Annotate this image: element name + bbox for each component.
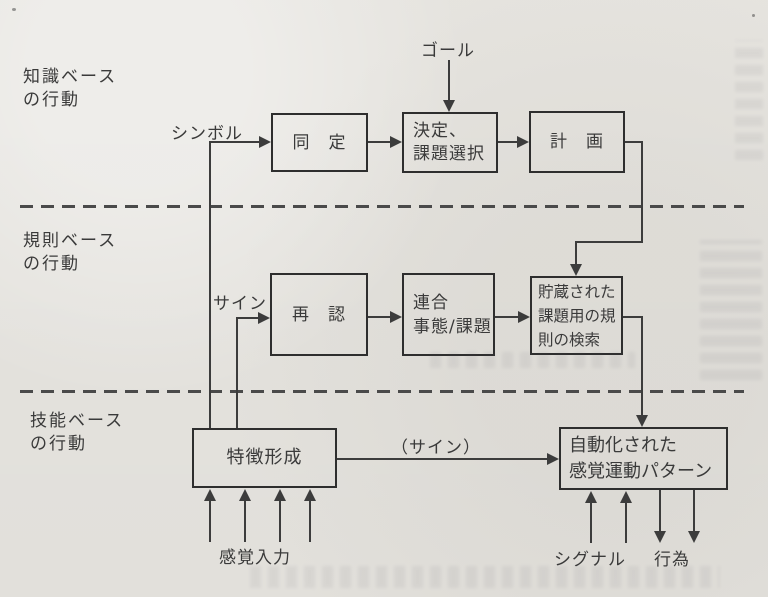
arrowhead-down-icon xyxy=(654,531,666,543)
edge-planning-exit xyxy=(625,141,643,143)
edge-sign-to-recognition xyxy=(236,317,258,319)
edge-recognition-to-association xyxy=(368,316,390,318)
section-label-line: 知識ベース xyxy=(23,67,118,87)
print-bleed-through xyxy=(700,240,762,380)
edge-association-to-stored-rules xyxy=(495,316,518,318)
edge-stored-rules-exit xyxy=(623,316,643,318)
section-label-knowledge-based: 知識ベース の行動 xyxy=(23,66,117,112)
box-label: 貯蔵された xyxy=(538,282,616,301)
edge-identification-to-decision xyxy=(368,141,390,143)
section-label-skill-based: 技能ベース の行動 xyxy=(30,410,124,456)
box-label: 課題用の規 xyxy=(538,306,616,325)
arrowhead-up-icon xyxy=(304,489,316,501)
scan-speck xyxy=(752,14,755,17)
arrowhead-right-icon xyxy=(258,312,270,324)
edge-signal-input xyxy=(590,503,592,543)
label-action: 行為 xyxy=(654,550,690,570)
label-signal: シグナル xyxy=(554,550,626,570)
box-label: 計 画 xyxy=(550,132,604,152)
section-label-line: 規則ベース xyxy=(23,231,118,251)
arrowhead-up-icon xyxy=(239,489,251,501)
arrowhead-right-icon xyxy=(518,311,530,323)
arrowhead-right-icon xyxy=(517,136,529,148)
arrowhead-right-icon xyxy=(547,453,559,465)
arrowhead-right-icon xyxy=(390,136,402,148)
edge-sensory-input xyxy=(209,501,211,542)
edge-feature-to-sensorimotor xyxy=(337,458,547,460)
edge-goal-to-decision xyxy=(448,60,450,101)
print-bleed-through xyxy=(735,40,763,160)
box-automated-sensorimotor-patterns: 自動化された 感覚運動パターン xyxy=(559,427,728,490)
label-sensory-input: 感覚入力 xyxy=(219,548,291,568)
box-label: 課題選択 xyxy=(413,143,485,164)
arrowhead-up-icon xyxy=(620,491,632,503)
edge-planning-down xyxy=(641,141,643,243)
box-label: 再 認 xyxy=(292,304,346,325)
edge-sensory-input xyxy=(309,501,311,542)
box-feature-formation: 特徴形成 xyxy=(192,428,337,488)
label-symbol: シンボル xyxy=(171,124,243,144)
box-label: 連合 xyxy=(413,292,449,313)
box-label: 事態/課題 xyxy=(413,316,492,337)
arrowhead-down-icon xyxy=(570,264,582,276)
edge-symbol-to-identification xyxy=(209,141,259,143)
edge-sensory-input xyxy=(244,501,246,542)
edge-sensory-input xyxy=(279,501,281,542)
scan-speck xyxy=(12,8,16,11)
edge-action-output xyxy=(659,490,661,531)
section-label-line: の行動 xyxy=(23,90,80,110)
arrowhead-right-icon xyxy=(390,311,402,323)
box-label: 決定、 xyxy=(413,120,467,141)
edge-sign-vertical xyxy=(236,318,238,428)
box-planning: 計 画 xyxy=(529,111,625,173)
arrowhead-down-icon xyxy=(636,415,648,427)
box-identification: 同 定 xyxy=(271,113,368,172)
arrowhead-down-icon xyxy=(443,100,455,112)
edge-symbol-vertical xyxy=(209,142,211,428)
box-recognition: 再 認 xyxy=(270,273,368,356)
label-sign: サイン xyxy=(213,294,267,314)
edge-planning-jog xyxy=(575,241,643,243)
box-label: 同 定 xyxy=(292,132,347,153)
label-goal: ゴール xyxy=(421,41,475,61)
box-decision-task-selection: 決定、 課題選択 xyxy=(402,112,498,173)
box-label: 則の検索 xyxy=(538,330,601,349)
section-divider-dashed xyxy=(20,390,744,393)
box-label: 特徴形成 xyxy=(226,447,303,468)
section-label-line: の行動 xyxy=(23,254,80,274)
section-label-rule-based: 規則ベース の行動 xyxy=(23,230,117,276)
edge-decision-to-planning xyxy=(498,141,517,143)
section-divider-dashed xyxy=(20,205,744,208)
arrowhead-up-icon xyxy=(204,489,216,501)
box-association-state-task: 連合 事態/課題 xyxy=(402,273,495,356)
box-stored-rules-retrieval: 貯蔵された 課題用の規 則の検索 xyxy=(530,276,623,355)
print-bleed-through xyxy=(250,566,720,588)
section-label-line: の行動 xyxy=(30,434,87,454)
arrowhead-right-icon xyxy=(259,136,271,148)
section-label-line: 技能ベース xyxy=(30,411,125,431)
arrowhead-up-icon xyxy=(274,489,286,501)
edge-action-output xyxy=(693,490,695,531)
edge-planning-to-stored-rules xyxy=(575,241,577,264)
arrowhead-up-icon xyxy=(585,491,597,503)
box-label: 感覚運動パターン xyxy=(569,460,713,482)
edge-stored-rules-down xyxy=(641,316,643,415)
label-sign-paren: （サイン） xyxy=(391,438,481,458)
box-label: 自動化された xyxy=(569,434,677,456)
arrowhead-down-icon xyxy=(688,531,700,543)
edge-signal-input xyxy=(625,503,627,543)
